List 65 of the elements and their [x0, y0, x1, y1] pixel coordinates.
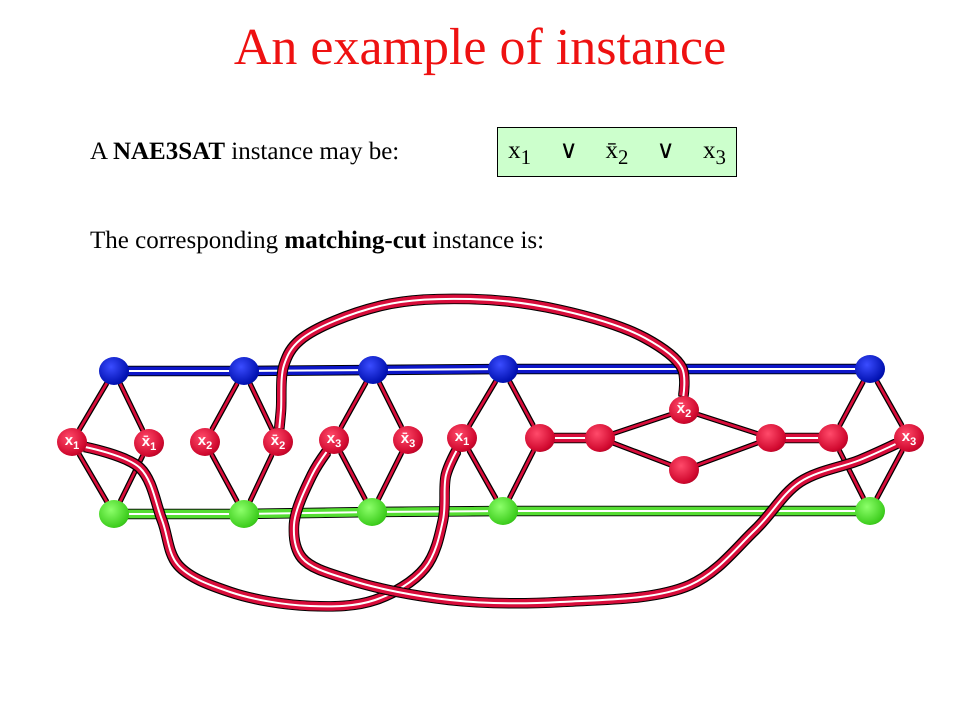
edge-line: [612, 413, 672, 435]
caption-text: The corresponding matching-cut instance is:: [90, 227, 544, 255]
double-edge: [258, 508, 358, 518]
graph-vertex: [488, 355, 518, 383]
graph-vertex: [585, 424, 615, 452]
literal-vertex: x$_{1}$: [447, 424, 477, 452]
double-edge: [275, 294, 689, 428]
edge-line: [339, 452, 367, 500]
double-edge: [785, 434, 819, 442]
edge-line: [119, 454, 144, 502]
edge-line: [696, 442, 758, 466]
graph-vertex: [99, 500, 129, 528]
edge-line: [612, 442, 672, 466]
graph-vertex: [669, 456, 699, 484]
edge-line: [78, 453, 108, 503]
double-edge: [290, 440, 898, 608]
edge-line: [508, 450, 535, 500]
double-edge: [128, 510, 230, 518]
graph-vertex: [99, 357, 129, 385]
slide-title: An example of instance: [232, 18, 728, 77]
graph-vertex: [525, 424, 555, 452]
edge-line: [210, 382, 238, 430]
clause-box: x$_{1}$ ∨ x̄$_{2}$ ∨ x$_{3}$: [497, 127, 737, 177]
literal-vertex: x̄$_{2}$: [263, 428, 293, 456]
double-edge: [128, 366, 230, 376]
literal-vertex: x̄$_{2}$: [669, 396, 699, 424]
graph-vertex: [229, 500, 259, 528]
literal-vertex: x$_{3}$: [319, 426, 349, 454]
double-edge: [386, 364, 490, 374]
graph-vertex: [229, 357, 259, 385]
edge-line: [248, 454, 274, 502]
double-edge: [517, 364, 856, 374]
edge-line: [696, 413, 758, 435]
literal-vertex: x$_{2}$: [190, 428, 220, 456]
edge-line: [508, 380, 535, 426]
edge-line: [378, 382, 403, 428]
edge-line: [210, 454, 238, 502]
graph-vertex: [855, 355, 885, 383]
double-edge: [554, 434, 586, 442]
edge-line: [118, 383, 144, 431]
literal-vertex: x$_{3}$: [894, 424, 924, 452]
graph-vertex: [488, 497, 518, 525]
edge-line: [468, 380, 497, 427]
graph-vertex: [855, 497, 885, 525]
edge-line: [377, 452, 403, 500]
graph-vertex: [756, 424, 786, 452]
double-edge: [517, 506, 856, 516]
double-edge: [84, 442, 460, 611]
double-edge: [386, 506, 490, 516]
literal-vertex: x̄$_{3}$: [393, 426, 423, 454]
edge-line: [876, 380, 904, 426]
edge-line: [468, 450, 498, 500]
edge-line: [875, 450, 904, 500]
graph-vertex: [357, 498, 387, 526]
literal-vertex: x$_{1}$: [57, 428, 87, 456]
double-edge: [258, 366, 360, 376]
literal-vertex: x̄$_{1}$: [134, 429, 164, 457]
graph-vertex: [818, 424, 848, 452]
edge-line: [340, 382, 368, 428]
graph-vertex: [358, 356, 388, 384]
caption-text: A NAE3SAT instance may be:: [90, 138, 400, 166]
edge-line: [838, 450, 865, 500]
edge-line: [78, 382, 108, 431]
edge-line: [838, 380, 865, 426]
edge-line: [248, 383, 274, 430]
